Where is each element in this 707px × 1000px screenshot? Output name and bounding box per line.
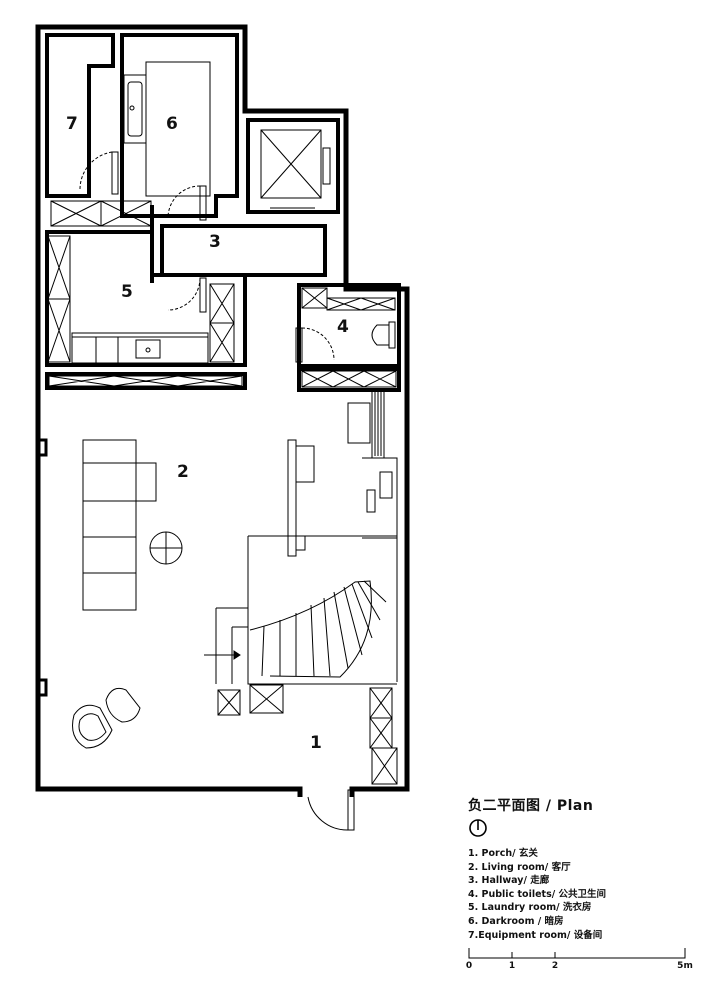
room-number-3: 3 <box>209 232 221 252</box>
laundry-counter <box>71 332 209 364</box>
scale-label-2: 2 <box>551 961 559 971</box>
room-number-4: 4 <box>337 317 349 337</box>
cabinets <box>47 200 398 785</box>
scale-bar: 0 1 2 5m <box>464 944 694 974</box>
room-number-7: 7 <box>66 114 78 134</box>
console-table <box>287 439 315 557</box>
scale-label-0: 0 <box>465 961 473 971</box>
plan-title: 负二平面图 / Plan <box>468 798 594 814</box>
scale-bar-graphic <box>468 948 686 959</box>
legend-spacer <box>468 821 698 847</box>
tv-unit <box>362 457 398 539</box>
legend-item-living-room: 2. Living room/ 客厅 <box>468 861 571 873</box>
legend-item-darkroom: 6. Darkroom / 暗房 <box>468 915 564 927</box>
room-number-1: 1 <box>310 733 322 753</box>
sofa <box>82 439 157 611</box>
room-legend-list: 1. Porch/ 玄关 2. Living room/ 客厅 3. Hallw… <box>468 847 698 942</box>
darkroom-fixtures <box>123 61 211 197</box>
legend: 负二平面图 / Plan 1. Porch/ 玄关 2. Living room… <box>468 795 698 942</box>
armchairs <box>72 687 141 749</box>
toilet-fixtures <box>371 321 396 349</box>
legend-item-porch: 1. Porch/ 玄关 <box>468 848 538 859</box>
room-number-5: 5 <box>121 282 133 302</box>
legend-item-public-toilets: 4. Public toilets/ 公共卫生间 <box>468 888 607 900</box>
staircase <box>204 535 398 685</box>
scale-label-5m: 5m <box>677 961 693 971</box>
piano <box>347 389 385 459</box>
exterior-walls <box>35 24 410 797</box>
elevator <box>260 129 331 209</box>
room-number-2: 2 <box>177 462 189 482</box>
legend-item-hallway: 3. Hallway/ 走廊 <box>468 875 550 887</box>
room-number-6: 6 <box>166 114 178 134</box>
north-arrow-icon <box>469 819 487 837</box>
wall-notches <box>38 438 48 697</box>
legend-item-laundry-room: 5. Laundry room/ 洗衣房 <box>468 902 592 914</box>
legend-item-equipment-room: 7.Equipment room/ 设备间 <box>468 929 603 941</box>
interior-walls <box>45 33 401 392</box>
doors <box>79 151 355 831</box>
scale-label-1: 1 <box>508 961 516 971</box>
round-table <box>149 531 183 565</box>
